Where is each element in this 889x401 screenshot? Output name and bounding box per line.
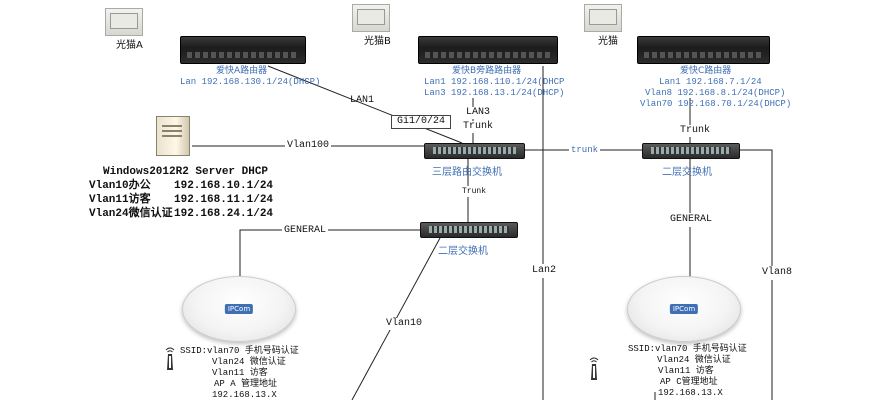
- ap-logo: IPCom: [669, 304, 699, 314]
- router-b-icon: [418, 36, 558, 64]
- link-l2right-vlan8: [738, 149, 773, 400]
- core-switch-icon: [424, 143, 525, 159]
- router-c-ip3: Vlan70 192.168.70.1/24(DHCP): [640, 99, 792, 109]
- ap-left-line: 192.168.13.X: [212, 390, 277, 400]
- server-title: Windows2012R2 Server DHCP: [103, 166, 269, 178]
- router-c-ip2: Vlan8 192.168.8.1/24(DHCP): [645, 88, 786, 98]
- router-a-icon: [180, 36, 306, 64]
- link-label-trunk-small: Trunk: [462, 186, 487, 197]
- l2-switch-mid-icon: [420, 222, 518, 238]
- core-switch-label: 三层路由交换机: [432, 167, 502, 178]
- router-b-ip1: Lan1 192.168.110.1/24(DHCP: [424, 77, 565, 87]
- wifi-antenna-icon: [589, 357, 599, 380]
- modem-b-icon: [352, 4, 390, 32]
- ap-right-line: SSID:vlan70 手机号码认证: [628, 344, 747, 354]
- access-point-right-icon: IPCom: [627, 276, 741, 342]
- router-c-icon: [637, 36, 770, 64]
- ap-logo: IPCom: [224, 304, 254, 314]
- router-b-name: 爱快B旁路路由器: [452, 66, 522, 76]
- l2-switch-right-label: 二层交换机: [662, 167, 712, 178]
- ap-right-line: Vlan24 微信认证: [657, 355, 731, 365]
- link-label-lan3: LAN3: [466, 107, 491, 119]
- l2-switch-right-icon: [642, 143, 740, 159]
- ap-left-line: Vlan11 访客: [212, 368, 268, 378]
- link-label-lan1: LAN1: [350, 95, 375, 106]
- ap-right-line: AP C管理地址: [660, 377, 718, 387]
- server-row-ip: 192.168.24.1/24: [174, 208, 274, 220]
- modem-b-label: 光猫B: [364, 36, 391, 47]
- wifi-antenna-icon: [165, 347, 175, 370]
- router-a-name: 爱快A路由器: [216, 66, 268, 76]
- ap-left-line: AP A 管理地址: [214, 379, 278, 389]
- link-router-a-core: [267, 65, 463, 144]
- link-label-trunk-b: Trunk: [463, 121, 494, 133]
- router-b-ip2: Lan3 192.168.13.1/24(DHCP): [424, 88, 565, 98]
- router-c-name: 爱快C路由器: [680, 66, 732, 76]
- link-label-vlan10: Vlan10: [386, 318, 423, 330]
- modem-c-label: 光猫: [598, 36, 618, 47]
- server-row-ip: 192.168.10.1/24: [174, 180, 274, 192]
- modem-a-label: 光猫A: [116, 40, 143, 51]
- link-label-gi: Gi1/0/24: [391, 115, 452, 129]
- l2-switch-mid-label: 二层交换机: [438, 246, 488, 257]
- link-label-vlan100: Vlan100: [285, 140, 332, 152]
- server-icon: [156, 116, 190, 156]
- server-row-name: Vlan11访客: [89, 194, 151, 206]
- modem-a-icon: [105, 8, 143, 36]
- link-l2mid-ap-left: [239, 229, 420, 278]
- link-label-trunk-c: Trunk: [680, 125, 711, 137]
- ap-left-line: Vlan24 微信认证: [212, 357, 286, 367]
- link-label-trunk-mid: trunk: [569, 145, 601, 156]
- ap-right-line: 192.168.13.X: [658, 388, 723, 398]
- link-label-vlan8: Vlan8: [762, 266, 793, 280]
- access-point-left-icon: IPCom: [182, 276, 296, 342]
- router-a-ip: Lan 192.168.130.1/24(DHCP): [180, 77, 321, 87]
- server-row-ip: 192.168.11.1/24: [174, 194, 274, 206]
- modem-c-icon: [584, 4, 622, 32]
- link-label-general-left: GENERAL: [282, 225, 329, 237]
- ap-left-line: SSID:vlan70 手机号码认证: [180, 346, 299, 356]
- server-row-name: Vlan24微信认证: [89, 208, 173, 220]
- server-row-name: Vlan10办公: [89, 180, 151, 192]
- link-label-general-right: GENERAL: [670, 213, 713, 227]
- ap-right-line: Vlan11 访客: [658, 366, 714, 376]
- router-c-ip1: Lan1 192.168.7.1/24: [659, 77, 762, 87]
- link-label-lan2: Lan2: [532, 264, 557, 278]
